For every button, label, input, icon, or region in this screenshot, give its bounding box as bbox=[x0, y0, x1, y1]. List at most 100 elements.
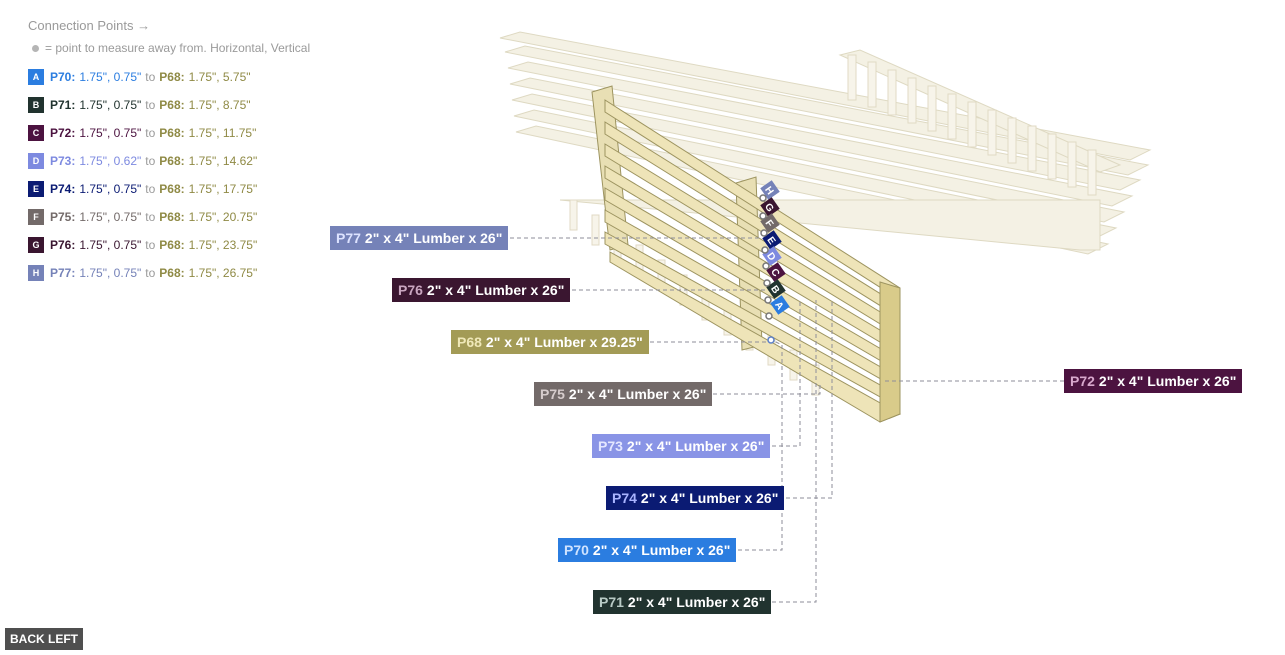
measure-point-dot bbox=[767, 336, 775, 344]
part-label-id: P74 bbox=[612, 490, 637, 506]
part-label-text: 2" x 4" Lumber x 26" bbox=[592, 542, 731, 558]
marker-B: B bbox=[766, 279, 786, 299]
part-label-id: P75 bbox=[540, 386, 565, 402]
measure-point-dot bbox=[759, 212, 767, 220]
marker-A: A bbox=[770, 295, 790, 315]
ghost-assembly bbox=[499, 31, 1152, 255]
leader-P75 bbox=[713, 385, 821, 395]
connection-to-word: to bbox=[145, 182, 156, 196]
legend-title[interactable]: Connection Points → bbox=[28, 18, 151, 33]
measure-dot-icon bbox=[32, 44, 39, 52]
connection-badge: D bbox=[28, 153, 44, 169]
connection-target-value: 1.75", 11.75" bbox=[188, 126, 257, 140]
connection-part-id: P71: bbox=[50, 98, 76, 112]
connection-badge: G bbox=[28, 237, 44, 253]
connection-target-id: P68: bbox=[159, 266, 185, 280]
part-label-text: 2" x 4" Lumber x 26" bbox=[626, 438, 765, 454]
connection-from-value: 1.75", 0.75" bbox=[79, 126, 142, 140]
measure-point-dot bbox=[765, 312, 773, 320]
connection-part-id: P72: bbox=[50, 126, 76, 140]
leader-lines bbox=[510, 237, 1064, 603]
connection-target-value: 1.75", 23.75" bbox=[188, 238, 258, 252]
part-label-id: P72 bbox=[1070, 373, 1095, 389]
marker-G: G bbox=[760, 197, 780, 217]
connection-part-id: P76: bbox=[50, 238, 76, 252]
connection-to-word: to bbox=[145, 154, 156, 168]
connection-to-word: to bbox=[145, 210, 156, 224]
part-label-id: P77 bbox=[336, 230, 361, 246]
connection-to-word: to bbox=[145, 238, 156, 252]
connection-target-value: 1.75", 17.75" bbox=[188, 182, 258, 196]
part-label-text: 2" x 4" Lumber x 26" bbox=[627, 594, 766, 610]
legend-note-text: = point to measure away from. Horizontal… bbox=[45, 41, 311, 55]
front-fence-panel bbox=[591, 85, 902, 423]
leader-P70 bbox=[738, 339, 783, 551]
part-label-text: 2" x 4" Lumber x 26" bbox=[426, 282, 565, 298]
measure-point-dot bbox=[764, 296, 772, 304]
back-left-button[interactable]: BACK LEFT bbox=[5, 628, 83, 650]
connection-markers: H G F E D C B A bbox=[759, 180, 790, 344]
connection-badge: C bbox=[28, 125, 44, 141]
connection-part-id: P77: bbox=[50, 266, 76, 280]
connection-part-id: P75: bbox=[50, 210, 76, 224]
connection-part-id: P74: bbox=[50, 182, 76, 196]
connection-from-value: 1.75", 0.62" bbox=[79, 154, 142, 168]
measure-point-dot bbox=[763, 279, 771, 287]
slat-ends bbox=[879, 281, 901, 423]
leader-P71 bbox=[772, 300, 817, 603]
connection-target-value: 1.75", 8.75" bbox=[188, 98, 251, 112]
connection-target-id: P68: bbox=[159, 182, 185, 196]
connection-badge: A bbox=[28, 69, 44, 85]
connection-target-value: 1.75", 14.62" bbox=[188, 154, 258, 168]
connection-target-id: P68: bbox=[159, 126, 185, 140]
part-label-text: 2" x 4" Lumber x 26" bbox=[568, 386, 707, 402]
connection-target-id: P68: bbox=[159, 210, 185, 224]
connection-points-legend: Connection Points → = point to measure a… bbox=[28, 14, 348, 287]
connection-to-word: to bbox=[145, 98, 156, 112]
marker-C: C bbox=[766, 262, 786, 282]
part-label-text: 2" x 4" Lumber x 29.25" bbox=[485, 334, 643, 350]
connection-from-value: 1.75", 0.75" bbox=[79, 210, 142, 224]
measure-point-dot bbox=[761, 246, 769, 254]
connection-target-id: P68: bbox=[159, 154, 185, 168]
connection-target-id: P68: bbox=[159, 70, 185, 84]
connection-to-word: to bbox=[145, 266, 156, 280]
marker-E: E bbox=[762, 230, 782, 250]
connection-from-value: 1.75", 0.75" bbox=[79, 70, 142, 84]
connection-target-value: 1.75", 26.75" bbox=[188, 266, 258, 280]
connection-badge: H bbox=[28, 265, 44, 281]
connection-badge: E bbox=[28, 181, 44, 197]
connection-part-id: P73: bbox=[50, 154, 76, 168]
part-label-text: 2" x 4" Lumber x 26" bbox=[1098, 373, 1237, 389]
connection-target-value: 1.75", 5.75" bbox=[188, 70, 251, 84]
leader-P74 bbox=[786, 300, 833, 499]
connection-to-word: to bbox=[145, 70, 156, 84]
connection-part-id: P70: bbox=[50, 70, 76, 84]
part-label-id: P76 bbox=[398, 282, 423, 298]
part-label-id: P73 bbox=[598, 438, 623, 454]
connection-to-word: to bbox=[145, 126, 156, 140]
connection-from-value: 1.75", 0.75" bbox=[79, 98, 142, 112]
connection-badge: B bbox=[28, 97, 44, 113]
part-label-text: 2" x 4" Lumber x 26" bbox=[364, 230, 503, 246]
connection-target-id: P68: bbox=[159, 98, 185, 112]
